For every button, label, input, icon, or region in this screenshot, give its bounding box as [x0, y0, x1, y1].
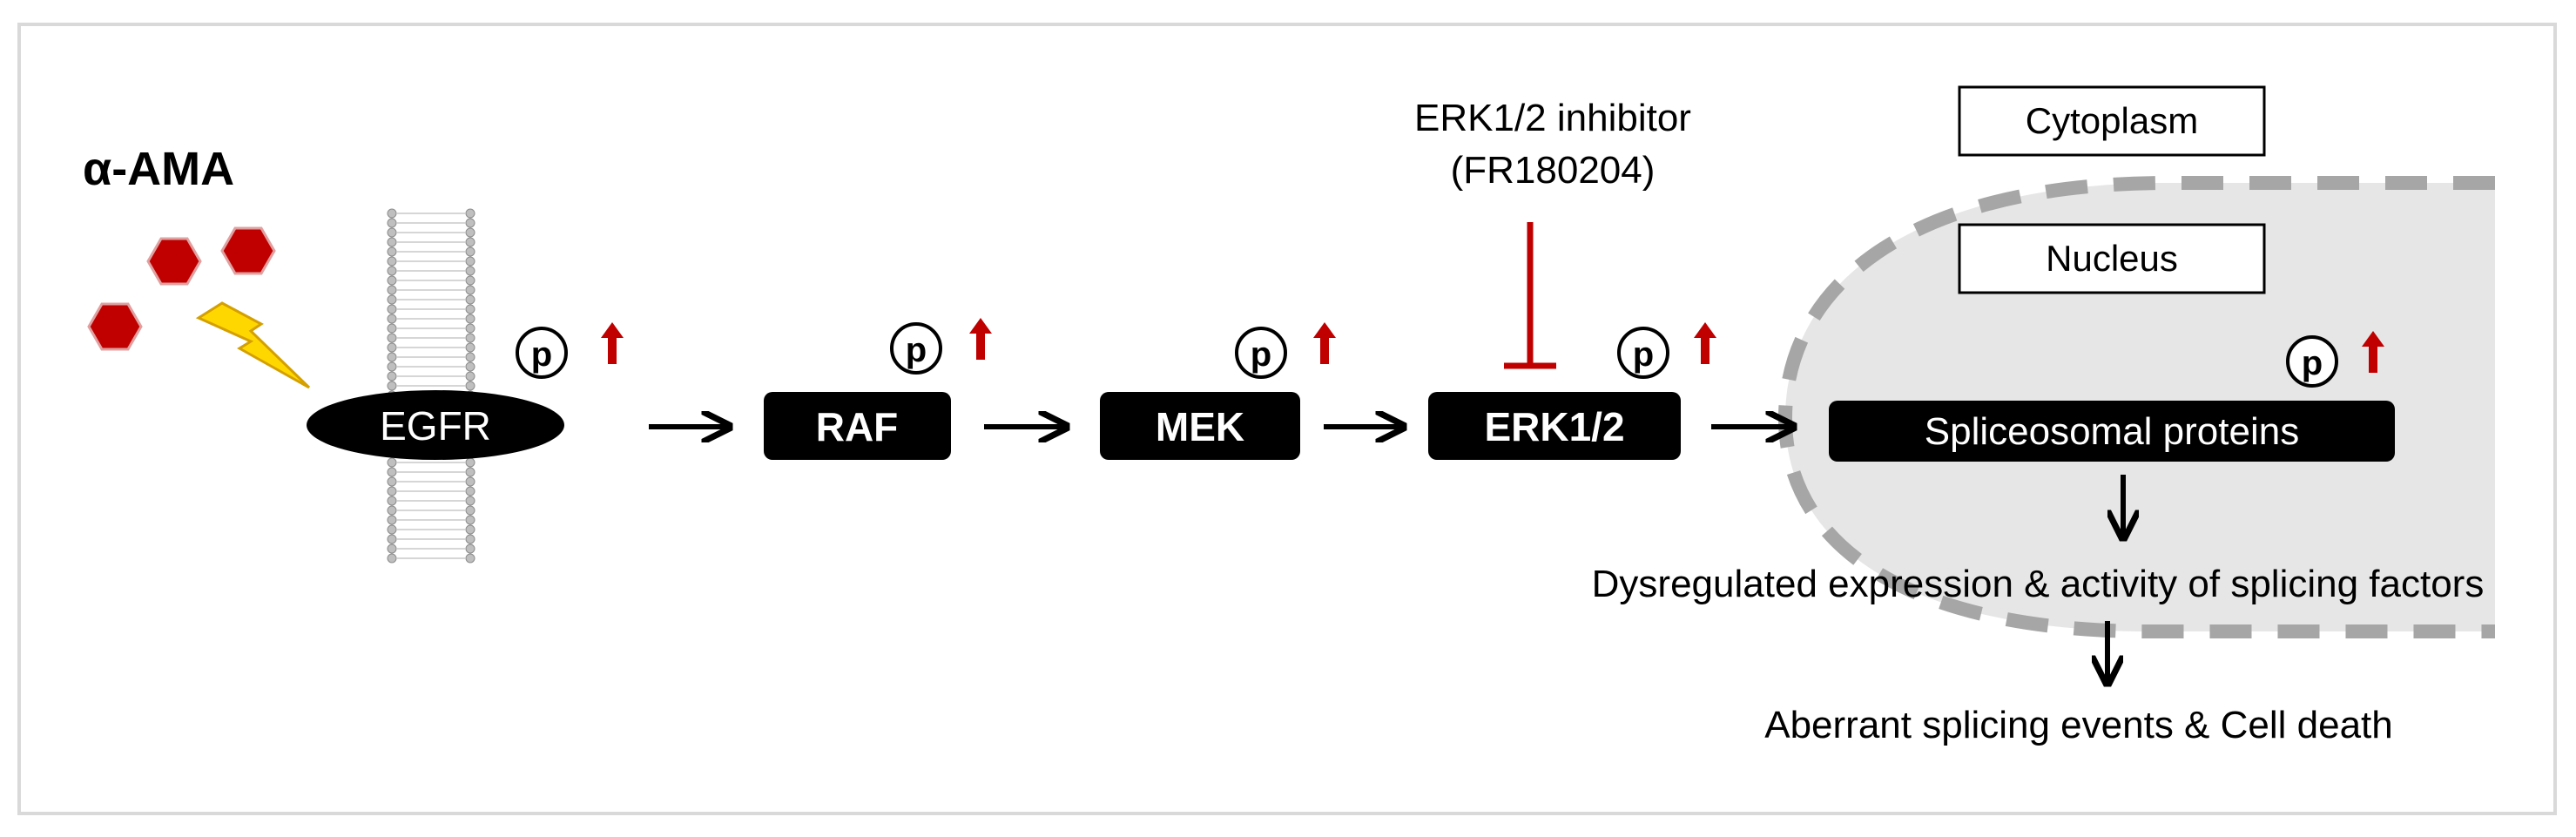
- phospho-marker-erk: p: [1617, 322, 1716, 379]
- molecule-hexagon-icon: [87, 302, 143, 351]
- red-up-arrow-icon: [601, 322, 624, 364]
- raf-label: RAF: [816, 404, 899, 449]
- cytoplasm-label: Cytoplasm: [2026, 100, 2198, 141]
- outcome-cell-death: Aberrant splicing events & Cell death: [1764, 704, 2393, 746]
- agent-label: α-AMA: [83, 143, 234, 195]
- erk-label: ERK1/2: [1484, 404, 1624, 449]
- red-up-arrow-icon: [1313, 322, 1336, 364]
- lightning-bolt-icon: [195, 301, 311, 389]
- nucleus-label-box: [1958, 223, 2266, 294]
- cell-membrane: [387, 208, 475, 566]
- svg-text:p: p: [2302, 344, 2323, 382]
- spliceosomal-label: Spliceosomal proteins: [1925, 410, 2299, 453]
- nucleus-label: Nucleus: [2046, 238, 2178, 279]
- svg-text:p: p: [1633, 335, 1654, 374]
- phospho-marker-spliceosomal: p: [2286, 331, 2384, 388]
- molecule-hexagon-icon: [146, 237, 202, 286]
- inhibitor-name: ERK1/2 inhibitor: [1414, 97, 1691, 139]
- red-up-arrow-icon: [969, 318, 992, 360]
- inhibitor-code: (FR180204): [1451, 149, 1656, 192]
- molecule-hexagon-icon: [220, 226, 276, 275]
- mek-label: MEK: [1156, 404, 1244, 449]
- svg-text:p: p: [906, 331, 927, 369]
- egfr-label: EGFR: [380, 403, 491, 449]
- red-up-arrow-icon: [1694, 322, 1716, 364]
- phospho-marker-mek: p: [1235, 322, 1336, 379]
- phospho-marker-egfr: p: [516, 322, 624, 379]
- mek-node: [1100, 392, 1300, 460]
- spliceosomal-node: [1829, 401, 2395, 462]
- erk-node: [1428, 392, 1681, 460]
- cytoplasm-label-box: [1958, 85, 2266, 157]
- red-up-arrow-icon: [2362, 331, 2384, 373]
- raf-node: [764, 392, 951, 460]
- outcome-dysregulation: Dysregulated expression & activity of sp…: [1592, 563, 2485, 605]
- svg-text:p: p: [1251, 335, 1271, 374]
- phospho-marker-raf: p: [890, 318, 992, 375]
- egfr-receptor: [307, 390, 564, 460]
- svg-text:p: p: [531, 335, 552, 374]
